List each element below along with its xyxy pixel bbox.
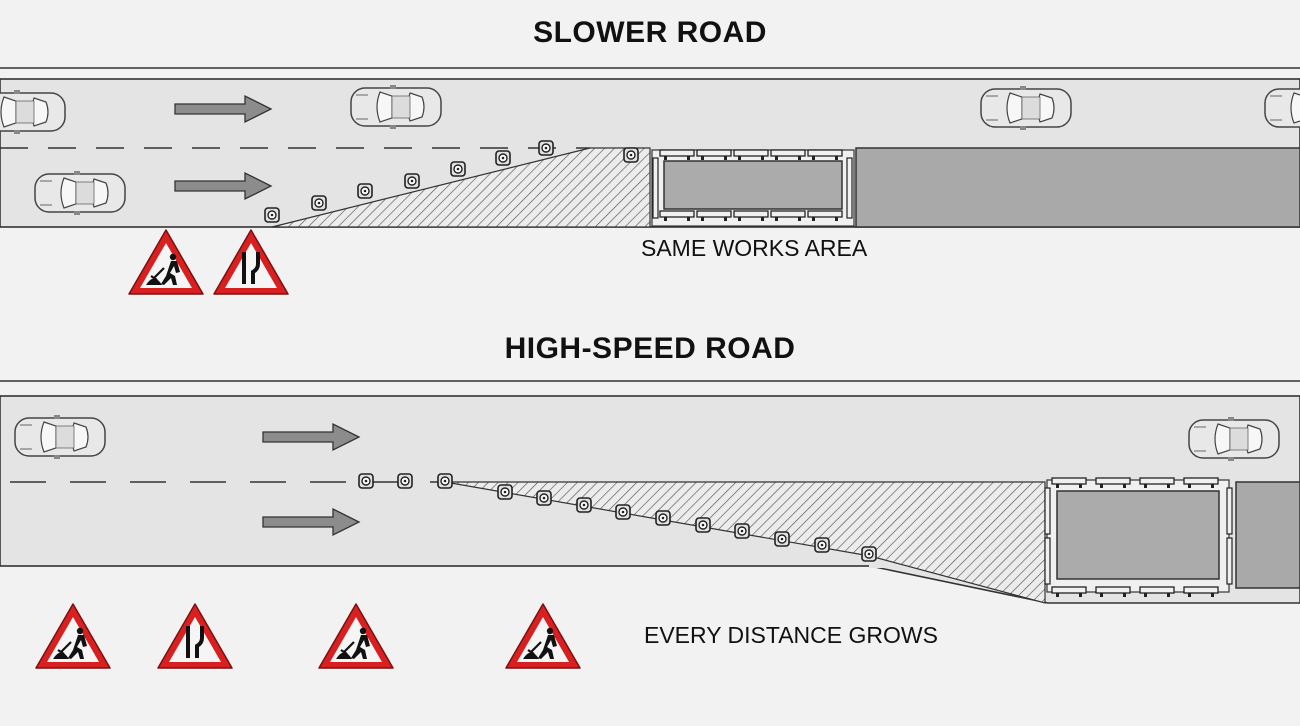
- same-works-area-label: SAME WORKS AREA: [641, 235, 868, 261]
- top-car-3: [980, 85, 1072, 131]
- top-car-4: [1264, 85, 1300, 131]
- bottom-car-2: [1188, 416, 1280, 462]
- bottom-cone: [437, 473, 453, 489]
- top-car-5: [34, 170, 126, 216]
- bottom-cone: [497, 484, 513, 500]
- top-taper-zone: [271, 147, 651, 228]
- top-cone: [623, 147, 639, 163]
- every-distance-grows-label: EVERY DISTANCE GROWS: [644, 622, 938, 648]
- high-speed-road-scene: [0, 380, 1300, 668]
- top-car-1: [0, 89, 66, 135]
- top-cone: [495, 150, 511, 166]
- roadworks-sign-icon: [506, 604, 580, 668]
- roadworks-sign-icon: [129, 230, 203, 294]
- road-narrows-sign-icon: [158, 604, 232, 668]
- bottom-cone: [774, 531, 790, 547]
- top-cone: [404, 173, 420, 189]
- top-cone: [311, 195, 327, 211]
- roadworks-sign-icon: [319, 604, 393, 668]
- bottom-cone: [814, 537, 830, 553]
- bottom-cone: [358, 473, 374, 489]
- top-cone: [357, 183, 373, 199]
- top-works-area: [651, 147, 1300, 228]
- bottom-car-1: [14, 414, 106, 460]
- bottom-taper-zone: [444, 481, 1046, 604]
- bottom-cone: [655, 510, 671, 526]
- top-cone: [538, 140, 554, 156]
- bottom-cone: [734, 523, 750, 539]
- roadworks-sign-icon: [36, 604, 110, 668]
- bottom-cone: [397, 473, 413, 489]
- bottom-cone: [615, 504, 631, 520]
- top-cone: [450, 161, 466, 177]
- bottom-cone: [695, 517, 711, 533]
- slower-road-scene: [0, 67, 1300, 294]
- bottom-works-area: [1044, 477, 1300, 598]
- slower-road-title: SLOWER ROAD: [533, 16, 767, 49]
- bottom-cone: [861, 546, 877, 562]
- bottom-cone: [536, 490, 552, 506]
- road-narrows-sign-icon: [214, 230, 288, 294]
- top-car-2: [350, 84, 442, 130]
- high-speed-road-title: HIGH-SPEED ROAD: [504, 332, 796, 365]
- bottom-cone: [576, 497, 592, 513]
- top-cone: [264, 207, 280, 223]
